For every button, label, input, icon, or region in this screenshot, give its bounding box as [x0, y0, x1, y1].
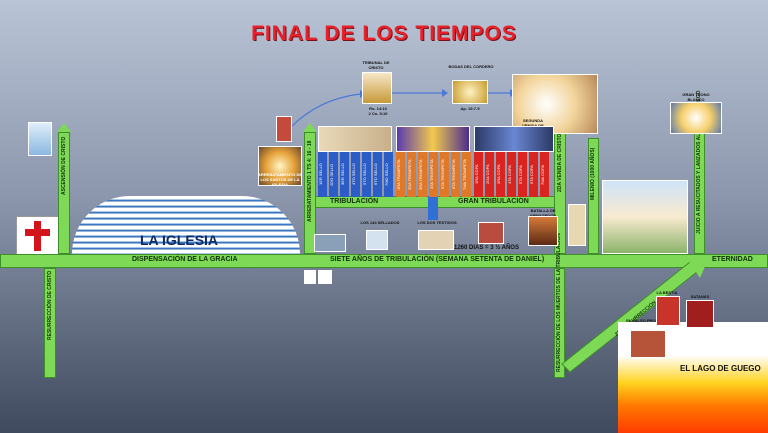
arrow-up-icon	[303, 123, 317, 132]
rapture-image	[258, 146, 302, 186]
false-prophet-caption: EL FALSO PROFETA	[626, 318, 666, 323]
column-copas: 2DA COPA	[485, 152, 494, 197]
two-witnesses-caption: LOS DOS TESTIGOS	[417, 220, 457, 225]
ascension-bar	[58, 132, 70, 254]
bowls-image	[474, 126, 554, 152]
rapture-bar	[304, 132, 316, 254]
resurrection-bar	[44, 268, 56, 378]
column-sellos: 2DO SELLO	[329, 152, 338, 197]
eternity-label: ETERNIDAD	[712, 256, 753, 263]
sealed-image	[314, 234, 346, 252]
satan-caption: SATANÁS	[690, 294, 710, 299]
ascension-label: ASCENSIÓN DE CRISTO	[61, 136, 67, 195]
church-label: LA IGLESIA	[140, 232, 219, 248]
column-trompetas: 2DA TROMPETA	[407, 152, 416, 197]
trumpets-image	[396, 126, 470, 152]
scrolls-image	[318, 126, 392, 152]
tribunal-image	[362, 72, 392, 104]
page-title: FINAL DE LOS TIEMPOS	[251, 22, 517, 45]
two-witnesses-image	[418, 230, 454, 250]
jews-bar	[554, 268, 565, 378]
armageddon-image	[528, 216, 558, 246]
jesus-rising-image	[276, 116, 292, 142]
seven-years-label: SIETE AÑOS DE TRIBULACIÓN (SEMANA SETENT…	[330, 256, 545, 263]
column-sellos: 7MO SELLO	[384, 152, 393, 197]
midpoint-marker	[428, 196, 438, 220]
column-trompetas: 5TA TROMPETA	[440, 152, 449, 197]
millennium-image	[602, 180, 688, 254]
sealed-caption: LOS 144 SELLADOS	[360, 220, 400, 225]
cross-icon-bar	[25, 229, 50, 236]
arrow-up-icon	[57, 123, 71, 132]
column-copas: 5TA COPA	[518, 152, 527, 197]
tribunal-ref: Ro. 14:10 2 Co. 5:10	[368, 106, 388, 116]
abomination-image	[568, 204, 586, 246]
armageddon-caption: BATALLA DE ARMAGEDÓN	[530, 208, 557, 218]
second-coming-image	[512, 74, 598, 134]
church-stadium-image	[72, 196, 300, 254]
bodas-ref: Ap. 19:7-9	[460, 106, 480, 111]
beast-caption: LA BESTIA	[656, 290, 678, 295]
beast-rider-image	[478, 222, 504, 244]
sealed-people-image	[366, 230, 388, 250]
column-copas: 1RA COPA	[474, 152, 483, 197]
cross-icon	[34, 221, 41, 251]
rapture-label: ARREBATAMIENTO 1 TS 4: 16 - 18	[307, 140, 313, 222]
check-icon	[318, 270, 332, 284]
column-sellos: 4TO SELLO	[351, 152, 360, 197]
great-tribulation-label: GRAN TRIBULACIÓN	[458, 198, 529, 205]
grace-label: DISPENSACIÓN DE LA GRACIA	[132, 256, 238, 263]
column-sellos: 5TO SELLO	[362, 152, 371, 197]
millennium-bar	[588, 138, 599, 254]
great-throne-image	[670, 102, 722, 134]
ascension-image	[28, 122, 52, 156]
column-trompetas: 6TA TROMPETA	[451, 152, 460, 197]
tribulation-label: TRIBULACIÓN	[330, 198, 379, 205]
rapture-caption: ARREBATAMIENTO DE LOS SANTOS DE LA IGLES…	[258, 172, 302, 187]
millennium-label: MILENIO (1000 AÑOS)	[590, 147, 596, 200]
column-trompetas: 4TA TROMPETA	[429, 152, 438, 197]
false-prophet-image	[630, 330, 666, 358]
great-throne-caption: GRAN TRONO BLANCO	[682, 92, 710, 102]
column-copas: 4TA COPA	[507, 152, 516, 197]
lake-of-fire-label: EL LAGO DE GUEGO	[680, 364, 761, 373]
column-trompetas: 1RA TROMPETA	[396, 152, 405, 197]
satan-image	[686, 300, 714, 328]
column-copas: 7MA COPA	[540, 152, 549, 197]
column-sellos: 6TO SELLO	[373, 152, 382, 197]
column-trompetas: 3RA TROMPETA	[418, 152, 427, 197]
tribunal-caption: TRIBUNAL DE CRISTO	[362, 60, 390, 70]
column-copas: 3RA COPA	[496, 152, 505, 197]
second-resurrection-arrow	[561, 262, 706, 373]
column-sellos: 1ER SELLO	[318, 152, 327, 197]
column-sellos: 3ER SELLO	[340, 152, 349, 197]
beast-image	[656, 296, 680, 326]
column-trompetas: 7MA TROMPETA	[462, 152, 471, 197]
bodas-caption: BODAS DEL CORDERO	[448, 64, 494, 69]
rings-image	[452, 80, 488, 104]
bible-icon	[304, 270, 316, 284]
column-copas: 6TA COPA	[529, 152, 538, 197]
resurrection-label: RESURRECCIÓN DE CRISTO	[47, 270, 53, 340]
days-label: 1260 DIAS = 3 ½ AÑOS	[454, 245, 519, 251]
